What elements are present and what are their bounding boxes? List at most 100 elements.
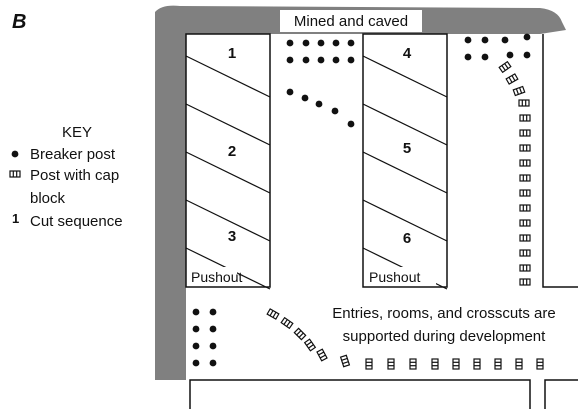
breaker-post xyxy=(192,325,200,333)
breaker-post xyxy=(347,39,355,47)
pushout-label-box xyxy=(364,267,436,286)
mined-caved-label: Mined and caved xyxy=(294,13,408,30)
legend-label-cut-sequence: Cut sequence xyxy=(30,213,123,230)
breaker-post xyxy=(315,100,323,108)
breaker-post xyxy=(506,51,514,59)
cap-post xyxy=(303,338,317,352)
cap-post xyxy=(536,358,544,370)
cap-post xyxy=(519,114,531,122)
cap-post xyxy=(505,73,519,85)
pillar-1: 1 2 3 Pushout xyxy=(185,33,271,290)
cap-post xyxy=(339,354,351,368)
entries-note-line-2: supported during development xyxy=(343,328,546,345)
cut-line xyxy=(185,55,271,98)
cap-post xyxy=(316,348,328,362)
legend-label-breaker-post: Breaker post xyxy=(30,146,116,163)
cap-post xyxy=(452,358,460,370)
breaker-post xyxy=(286,39,294,47)
cut-number: 5 xyxy=(403,140,411,157)
breaker-post xyxy=(302,39,310,47)
legend-title: KEY xyxy=(62,124,92,141)
mined-caved-label-box xyxy=(280,10,422,32)
breaker-post xyxy=(302,56,310,64)
pillar-1-outline xyxy=(185,33,271,288)
breaker-post xyxy=(317,56,325,64)
legend-number-symbol: 1 xyxy=(12,211,19,226)
breaker-post xyxy=(209,342,217,350)
breaker-post xyxy=(481,36,489,44)
cap-post xyxy=(519,189,531,197)
breaker-post xyxy=(286,56,294,64)
cap-post xyxy=(519,159,531,167)
cap-post xyxy=(293,327,307,341)
cap-post xyxy=(519,234,531,242)
pillar-2-outline xyxy=(362,33,448,288)
pushout-label-box xyxy=(187,267,237,286)
pushout-label: Pushout xyxy=(191,269,242,285)
cut-number: 4 xyxy=(403,45,412,62)
cut-line xyxy=(185,103,271,146)
cap-block-posts xyxy=(266,60,544,370)
pillar-2: 4 5 6 Pushout xyxy=(362,33,448,290)
cap-post xyxy=(431,358,439,370)
legend: KEY Breaker post Post with cap block 1 C… xyxy=(9,124,123,230)
breaker-post xyxy=(464,36,472,44)
cap-post xyxy=(519,278,531,286)
figure-label: B xyxy=(12,11,26,33)
breaker-posts xyxy=(192,33,531,367)
breaker-post xyxy=(347,56,355,64)
cut-line xyxy=(362,151,448,194)
legend-label-cap-post-2: block xyxy=(30,190,66,207)
breaker-post xyxy=(209,359,217,367)
legend-cap-post-symbol xyxy=(9,170,21,178)
cut-number: 3 xyxy=(228,228,236,245)
cap-post xyxy=(409,358,417,370)
cap-post xyxy=(519,144,531,152)
cap-post xyxy=(518,99,530,107)
cap-post xyxy=(280,316,294,330)
breaker-post xyxy=(286,88,294,96)
breaker-post xyxy=(192,359,200,367)
breaker-post xyxy=(192,308,200,316)
bottom-pillar-left-edge xyxy=(189,379,531,409)
legend-label-cap-post: Post with cap xyxy=(30,167,119,184)
cap-post xyxy=(519,204,531,212)
breaker-post xyxy=(523,51,531,59)
legend-dot-symbol xyxy=(11,150,19,158)
cut-line xyxy=(362,103,448,146)
cut-number: 6 xyxy=(403,230,411,247)
cap-post xyxy=(266,308,280,320)
cut-line xyxy=(362,55,448,98)
cut-number: 2 xyxy=(228,143,236,160)
bottom-pillar-right-edge xyxy=(544,379,578,409)
breaker-post xyxy=(523,33,531,41)
cap-post xyxy=(512,85,526,97)
breaker-post xyxy=(317,39,325,47)
cap-post xyxy=(519,264,531,272)
right-pillar-edge xyxy=(542,34,578,288)
breaker-post xyxy=(209,308,217,316)
cap-post xyxy=(387,358,395,370)
entries-note-line-1: Entries, rooms, and crosscuts are xyxy=(332,305,555,322)
cap-post xyxy=(494,358,502,370)
cut-line xyxy=(362,199,448,242)
cap-post xyxy=(519,249,531,257)
cap-post xyxy=(365,358,373,370)
cut-line xyxy=(185,151,271,194)
cap-post xyxy=(515,358,523,370)
cap-post xyxy=(473,358,481,370)
breaker-post xyxy=(501,36,509,44)
breaker-post xyxy=(192,342,200,350)
breaker-post xyxy=(464,53,472,61)
cut-line xyxy=(185,199,271,242)
breaker-post xyxy=(332,39,340,47)
breaker-post xyxy=(347,120,355,128)
breaker-post xyxy=(481,53,489,61)
breaker-post xyxy=(332,56,340,64)
breaker-post xyxy=(209,325,217,333)
cap-post xyxy=(498,60,512,74)
breaker-post xyxy=(331,107,339,115)
cap-post xyxy=(519,219,531,227)
